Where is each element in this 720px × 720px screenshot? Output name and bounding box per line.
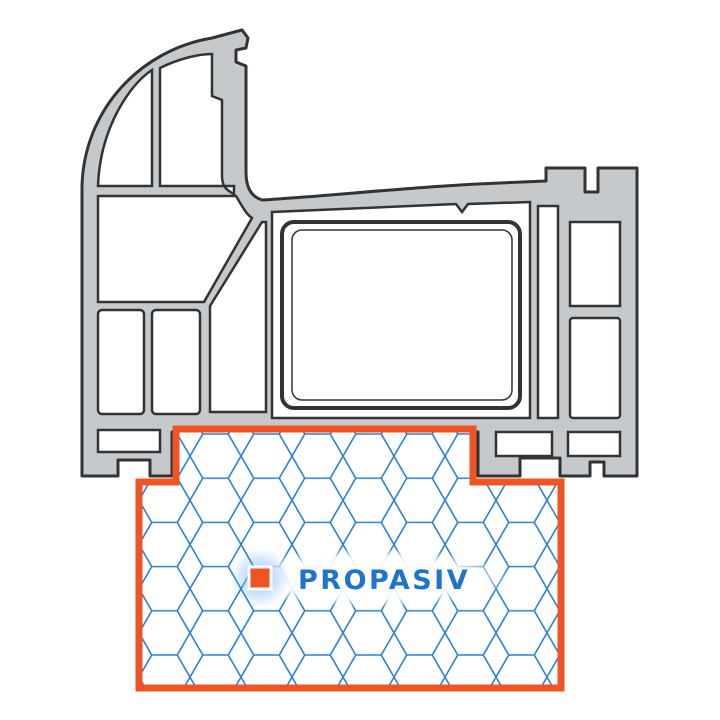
brand-text-halo (232, 548, 512, 608)
bottom-groove-right (494, 430, 554, 458)
chamber-left-lower-1 (96, 308, 146, 416)
chamber-left-lower-2 (150, 308, 202, 416)
chamber-top-middle (158, 52, 236, 197)
square-logo-icon (247, 565, 273, 591)
brand-logo: PROPASIV (230, 548, 512, 608)
brand-name: PROPASIV (298, 565, 470, 596)
steel-reinforcement (280, 220, 522, 410)
chamber-right-bottom (568, 316, 622, 420)
pvc-profile (80, 28, 639, 478)
bottom-groove-far-right (566, 430, 622, 458)
bottom-groove-left (96, 428, 162, 454)
chamber-top-arc (96, 67, 154, 188)
chamber-diagonal (208, 220, 268, 414)
chamber-right-narrow (536, 204, 560, 420)
chamber-right-top (568, 220, 622, 308)
chamber-left-upper (96, 194, 254, 304)
steel-reinforcement-inner (291, 229, 513, 401)
insulation-border (135, 425, 565, 692)
